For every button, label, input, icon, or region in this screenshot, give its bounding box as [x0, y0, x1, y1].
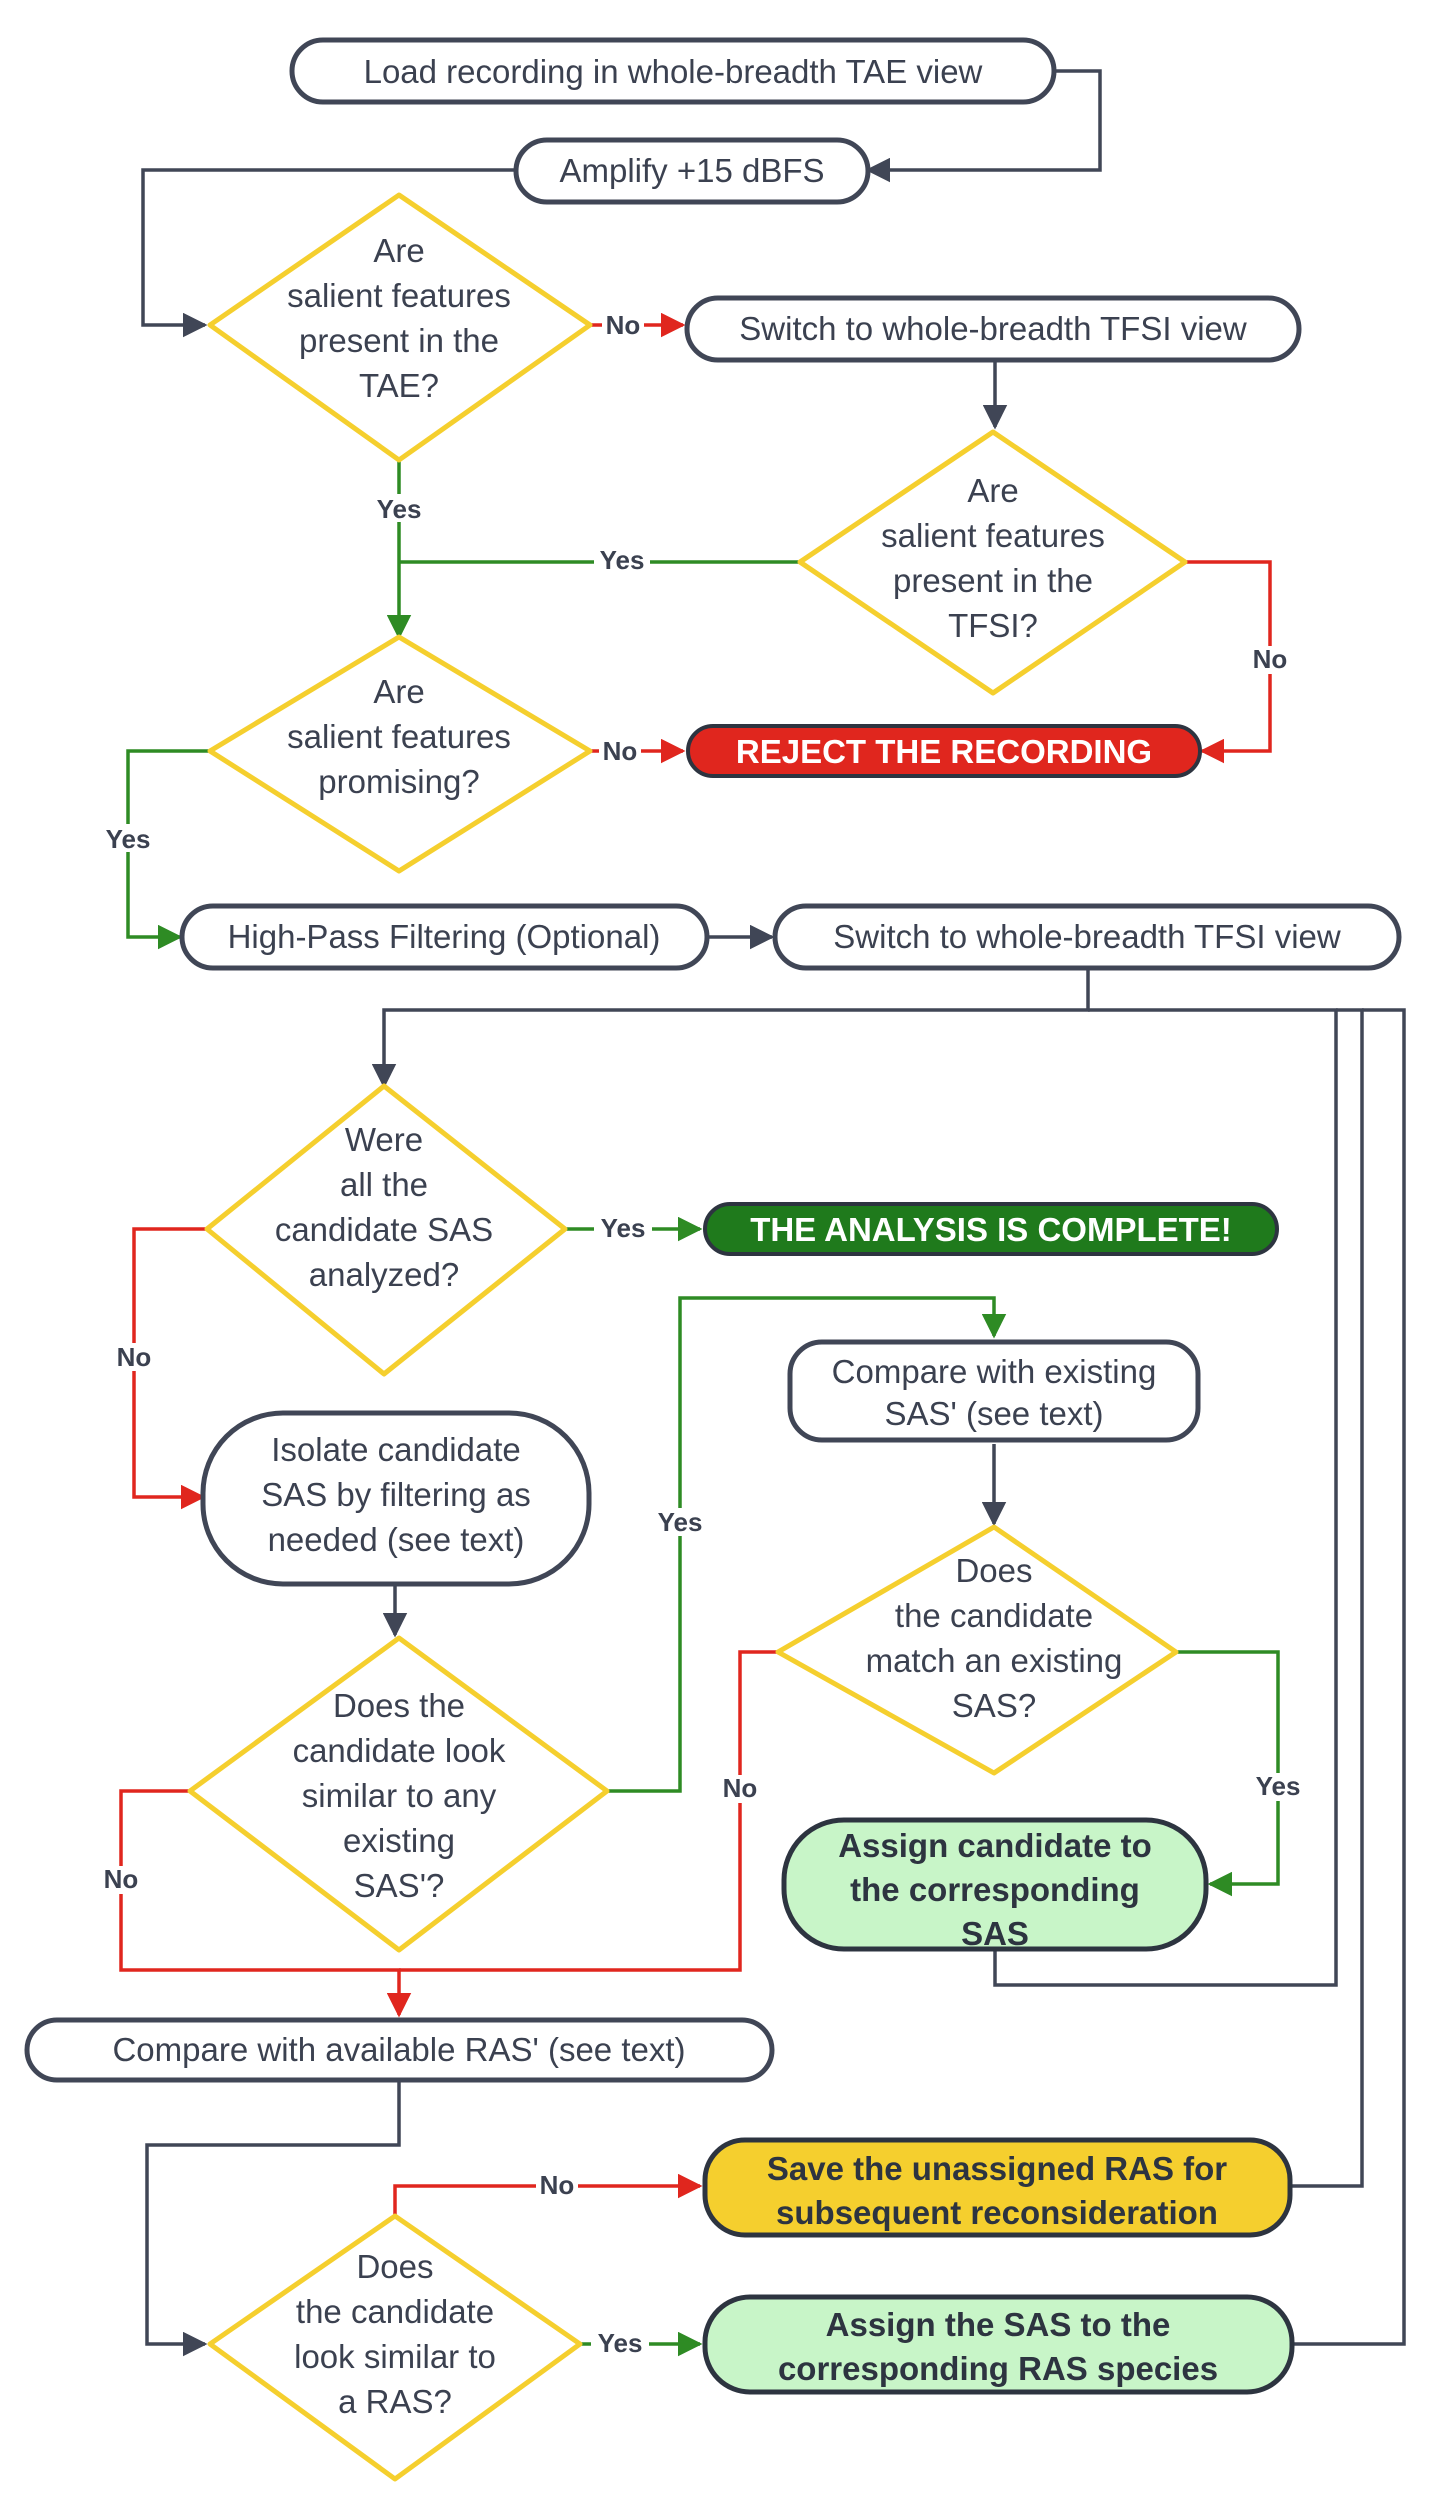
amplify-text: Amplify +15 dBFS [559, 152, 824, 189]
edge-d-similar-ras-no [393, 2173, 703, 2216]
load-recording-text: Load recording in whole-breadth TAE view [364, 53, 983, 90]
node-save-unassigned-ras: Save the unassigned RAS for subsequent r… [702, 2137, 1293, 2238]
assign-sas-line-1: Assign candidate to [838, 1827, 1152, 1864]
edge-d-similar-sas-yes [607, 1296, 1007, 1793]
decision-match-existing-sas: Does the candidate match an existing SAS… [775, 1524, 1179, 1776]
node-analysis-complete: THE ANALYSIS IS COMPLETE! [703, 1202, 1279, 1256]
node-reject-recording: REJECT THE RECORDING [686, 724, 1202, 778]
decision-salient-promising: Are salient features promising? [207, 634, 593, 874]
d-similar-sas-line-2: candidate look [293, 1732, 506, 1769]
d-promising-line-1: Are [373, 673, 424, 710]
save-ras-line-2: subsequent reconsideration [776, 2194, 1218, 2231]
d-similar-ras-line-4: a RAS? [338, 2383, 452, 2420]
d-all-line-2: all the [340, 1166, 428, 1203]
d-match-line-3: match an existing [866, 1642, 1123, 1679]
edge-d-similar-sas-no [119, 1789, 412, 2018]
compare-ras-text: Compare with available RAS' (see text) [112, 2031, 685, 2068]
d-similar-sas-line-1: Does the [333, 1687, 465, 1724]
reject-text: REJECT THE RECORDING [736, 733, 1152, 770]
edge-load-amplify [865, 69, 1102, 183]
d-similar-sas-line-5: SAS'? [354, 1867, 445, 1904]
node-switch-tfsi-1: Switch to whole-breadth TFSI view [684, 295, 1302, 363]
decision-salient-tfsi: Are salient features present in the TFSI… [797, 429, 1188, 696]
label-no-d-match: No [723, 1773, 758, 1803]
complete-text: THE ANALYSIS IS COMPLETE! [750, 1211, 1232, 1248]
d-tae-line-1: Are [373, 232, 424, 269]
label-yes-d-tae: Yes [377, 494, 422, 524]
isolate-line-1: Isolate candidate [271, 1431, 521, 1468]
d-tae-line-3: present in the [299, 322, 499, 359]
label-no-d-all: No [117, 1342, 152, 1372]
d-match-line-1: Does [955, 1552, 1032, 1589]
decision-salient-tae: Are salient features present in the TAE? [207, 192, 593, 463]
decision-similar-ras: Does the candidate look similar to a RAS… [207, 2213, 583, 2482]
edge-assign-sas-loop [993, 1008, 1338, 1987]
edge-labels: No Yes Yes No No Yes Yes No Yes Yes No N… [100, 310, 1306, 2358]
save-ras-line-1: Save the unassigned RAS for [767, 2150, 1227, 2187]
d-similar-sas-line-4: existing [343, 1822, 455, 1859]
d-similar-ras-line-1: Does [356, 2248, 433, 2285]
assign-ras-line-1: Assign the SAS to the [826, 2306, 1171, 2343]
edge-switch-d-all [371, 964, 1090, 1089]
label-yes-d-all: Yes [601, 1213, 646, 1243]
compare-sas-line-2: SAS' (see text) [884, 1395, 1103, 1432]
node-load-recording: Load recording in whole-breadth TAE view [289, 37, 1057, 105]
decision-all-analyzed: Were all the candidate SAS analyzed? [204, 1083, 568, 1377]
edge-save-ras-loop [1290, 1008, 1364, 2188]
d-all-line-4: analyzed? [309, 1256, 459, 1293]
label-yes-d-promising: Yes [106, 824, 151, 854]
assign-sas-line-3: SAS [961, 1915, 1029, 1952]
d-tfsi-line-4: TFSI? [948, 607, 1038, 644]
assign-ras-line-2: corresponding RAS species [778, 2350, 1218, 2387]
d-tfsi-line-2: salient features [881, 517, 1105, 554]
d-tae-line-4: TAE? [359, 367, 439, 404]
hpf-text: High-Pass Filtering (Optional) [228, 918, 661, 955]
node-amplify: Amplify +15 dBFS [513, 137, 871, 205]
d-similar-ras-line-3: look similar to [294, 2338, 496, 2375]
d-match-line-2: the candidate [895, 1597, 1093, 1634]
d-similar-ras-line-2: the candidate [296, 2293, 494, 2330]
d-similar-sas-line-3: similar to any [302, 1777, 497, 1814]
d-tfsi-line-3: present in the [893, 562, 1093, 599]
node-assign-candidate-sas: Assign candidate to the corresponding SA… [781, 1817, 1209, 1952]
node-isolate-candidate: Isolate candidate SAS by filtering as ne… [200, 1410, 592, 1587]
edge-d-match-yes [1176, 1650, 1280, 1897]
label-yes-d-tfsi: Yes [600, 545, 645, 575]
node-high-pass-filtering: High-Pass Filtering (Optional) [179, 903, 710, 971]
label-yes-d-match: Yes [1256, 1771, 1301, 1801]
edge-assign-ras-loop [1292, 1008, 1406, 2346]
label-no-d-tfsi: No [1253, 644, 1288, 674]
isolate-line-3: needed (see text) [268, 1521, 525, 1558]
edge-compare-ras-d-similar-ras [145, 2079, 401, 2357]
d-promising-line-2: salient features [287, 718, 511, 755]
d-all-line-3: candidate SAS [275, 1211, 493, 1248]
label-no-d-similar-ras: No [540, 2170, 575, 2200]
node-compare-existing-sas: Compare with existing SAS' (see text) [787, 1339, 1201, 1443]
switch-tfsi-1-text: Switch to whole-breadth TFSI view [739, 310, 1247, 347]
switch-tfsi-2-text: Switch to whole-breadth TFSI view [833, 918, 1341, 955]
d-promising-line-3: promising? [318, 763, 479, 800]
edge-d-match-no [399, 1650, 778, 1972]
node-switch-tfsi-2: Switch to whole-breadth TFSI view [772, 903, 1402, 971]
label-no-d-similar-sas: No [104, 1864, 139, 1894]
edge-amplify-d-tae [141, 168, 516, 338]
label-yes-d-similar-ras: Yes [598, 2328, 643, 2358]
compare-sas-line-1: Compare with existing [832, 1353, 1157, 1390]
d-tfsi-line-1: Are [967, 472, 1018, 509]
d-all-line-1: Were [345, 1121, 423, 1158]
node-compare-available-ras: Compare with available RAS' (see text) [24, 2017, 775, 2083]
node-assign-ras-species: Assign the SAS to the corresponding RAS … [702, 2294, 1295, 2395]
label-no-d-tae: No [606, 310, 641, 340]
isolate-line-2: SAS by filtering as [261, 1476, 531, 1513]
label-yes-d-similar-sas: Yes [658, 1507, 703, 1537]
assign-sas-line-2: the corresponding [850, 1871, 1140, 1908]
decision-similar-existing-sas: Does the candidate look similar to any e… [187, 1635, 610, 1953]
d-tae-line-2: salient features [287, 277, 511, 314]
label-no-d-promising: No [603, 736, 638, 766]
d-match-line-4: SAS? [952, 1687, 1036, 1724]
